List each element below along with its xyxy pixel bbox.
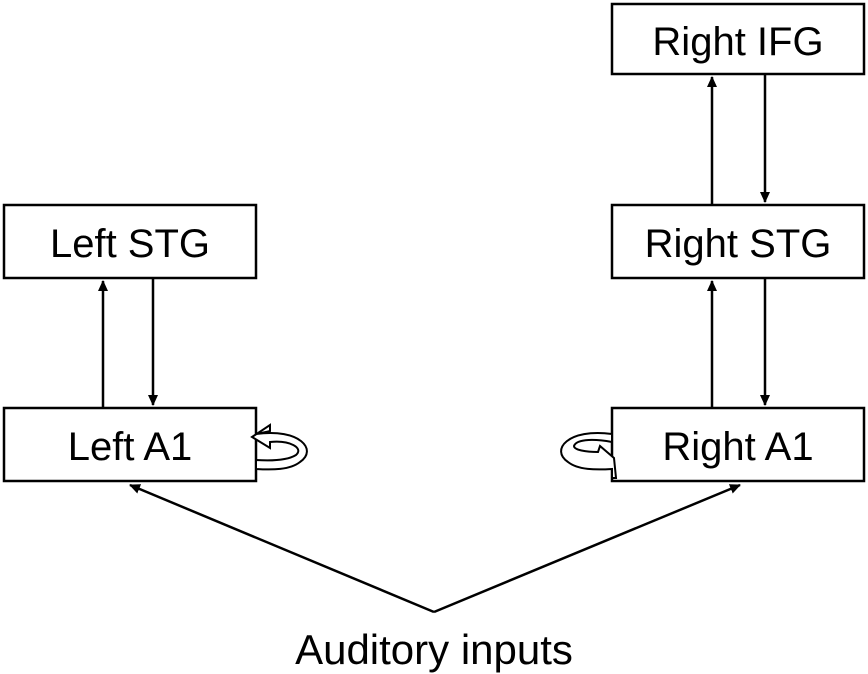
self-loop-left-a1	[250, 423, 308, 471]
edge-input-to-right-a1	[433, 483, 741, 614]
node-right-stg-label: Right STG	[645, 222, 832, 266]
node-left-a1: Left A1	[2, 406, 258, 483]
node-left-stg-label: Left STG	[50, 222, 210, 266]
node-right-stg: Right STG	[610, 203, 866, 280]
node-left-stg: Left STG	[2, 203, 258, 280]
node-left-a1-label: Left A1	[68, 425, 193, 469]
node-right-a1: Right A1	[610, 406, 866, 483]
auditory-inputs-label: Auditory inputs	[295, 626, 573, 673]
self-loop-right-a1	[560, 432, 618, 479]
node-right-a1-label: Right A1	[662, 425, 813, 469]
edge-input-to-left-a1	[129, 483, 435, 614]
node-right-ifg: Right IFG	[610, 2, 866, 76]
node-right-ifg-label: Right IFG	[652, 20, 823, 64]
